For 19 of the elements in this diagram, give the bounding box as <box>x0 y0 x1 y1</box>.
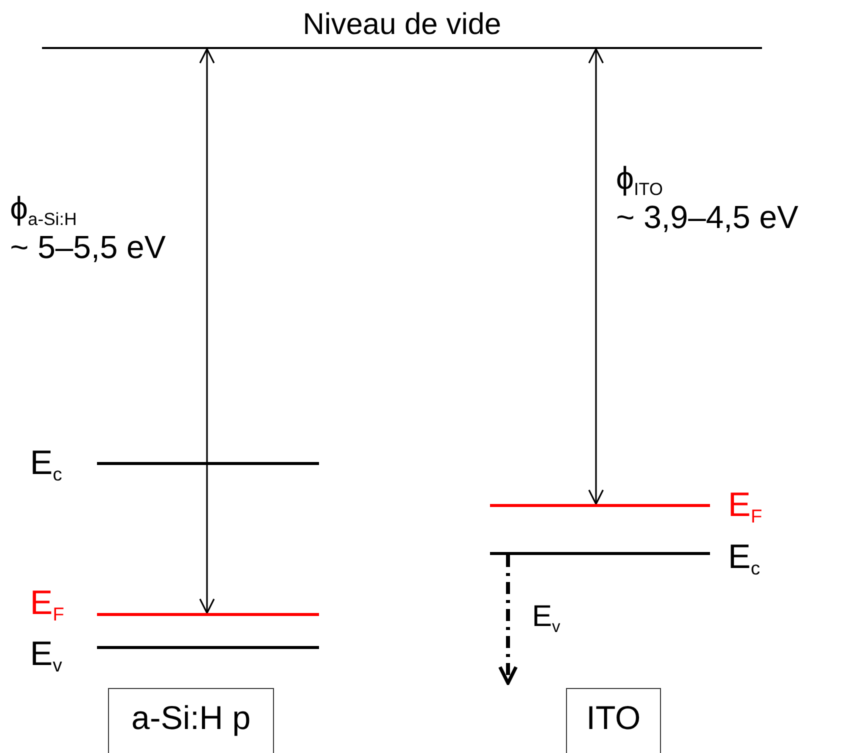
energy-level-line <box>97 462 319 465</box>
energy-level-line <box>490 552 710 555</box>
level-label: E$_{F}$ <box>30 586 64 624</box>
level-label: E$_{v}$ <box>30 637 62 676</box>
level-title: Niveau de vide <box>302 8 502 41</box>
energy-level-line <box>97 646 319 649</box>
energy-level-line <box>97 613 319 616</box>
edge-label: ϕ$_{a-Si:H}$ ~ 5–5,5 eV <box>10 190 166 266</box>
double-arrow <box>199 48 215 614</box>
edge-label: ϕ$_{ITO}$ ~ 3,9–4,5 eV <box>616 160 798 236</box>
level-label: E$_{c}$ <box>728 540 760 578</box>
dash-dot-arrow <box>498 555 518 685</box>
level-label: E$_{c}$ <box>30 446 62 484</box>
level-label: E$_{F}$ <box>728 488 762 526</box>
material-label-box: ITO <box>566 688 661 753</box>
energy-level-line <box>490 504 710 507</box>
edge-label: E$_{v}$ <box>532 600 560 637</box>
double-arrow <box>588 48 604 505</box>
material-label-box: a-Si:H p <box>108 688 274 753</box>
